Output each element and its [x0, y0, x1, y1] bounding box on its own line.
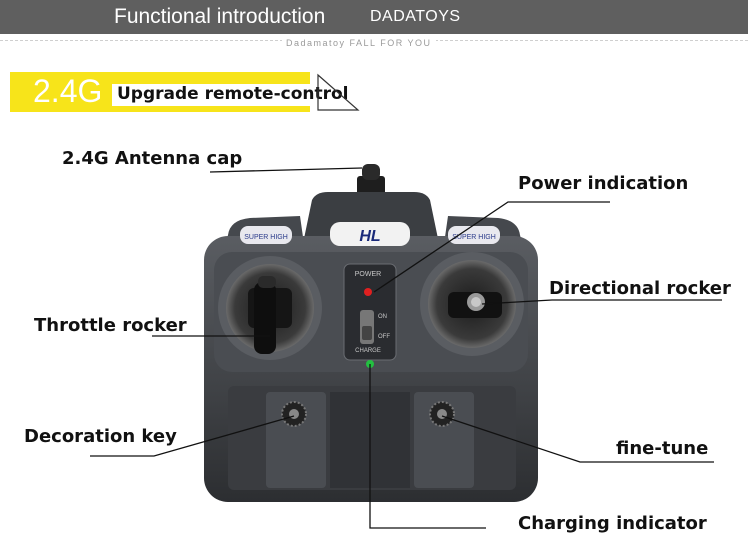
directional-gimbal [420, 252, 524, 356]
callout-directional-rocker: Directional rocker [549, 278, 731, 299]
callout-fine-tune: fine-tune [616, 438, 708, 459]
brand-logo: HL [330, 222, 410, 246]
label-corner-bracket [318, 75, 358, 110]
super-high-badge-left: SUPER HIGH [240, 226, 292, 244]
svg-text:SUPER HIGH: SUPER HIGH [244, 234, 288, 241]
svg-text:OFF: OFF [378, 334, 390, 340]
callout-charging-indicator: Charging indicator [518, 513, 707, 534]
callout-decoration-key: Decoration key [24, 426, 177, 447]
svg-text:HL: HL [359, 228, 380, 245]
super-high-badge-right: SUPER HIGH [448, 226, 500, 244]
callout-throttle-rocker: Throttle rocker [34, 315, 187, 336]
decoration-knob [282, 402, 306, 426]
throttle-gimbal [218, 256, 322, 360]
center-panel: POWER ON OFF CHARGE [344, 264, 396, 368]
callout-antenna: 2.4G Antenna cap [62, 148, 242, 169]
svg-text:POWER: POWER [355, 271, 381, 278]
svg-text:ON: ON [378, 314, 387, 320]
power-led [364, 288, 372, 296]
svg-text:CHARGE: CHARGE [355, 348, 381, 354]
fine-tune-knob [430, 402, 454, 426]
callout-power-indication: Power indication [518, 173, 688, 194]
